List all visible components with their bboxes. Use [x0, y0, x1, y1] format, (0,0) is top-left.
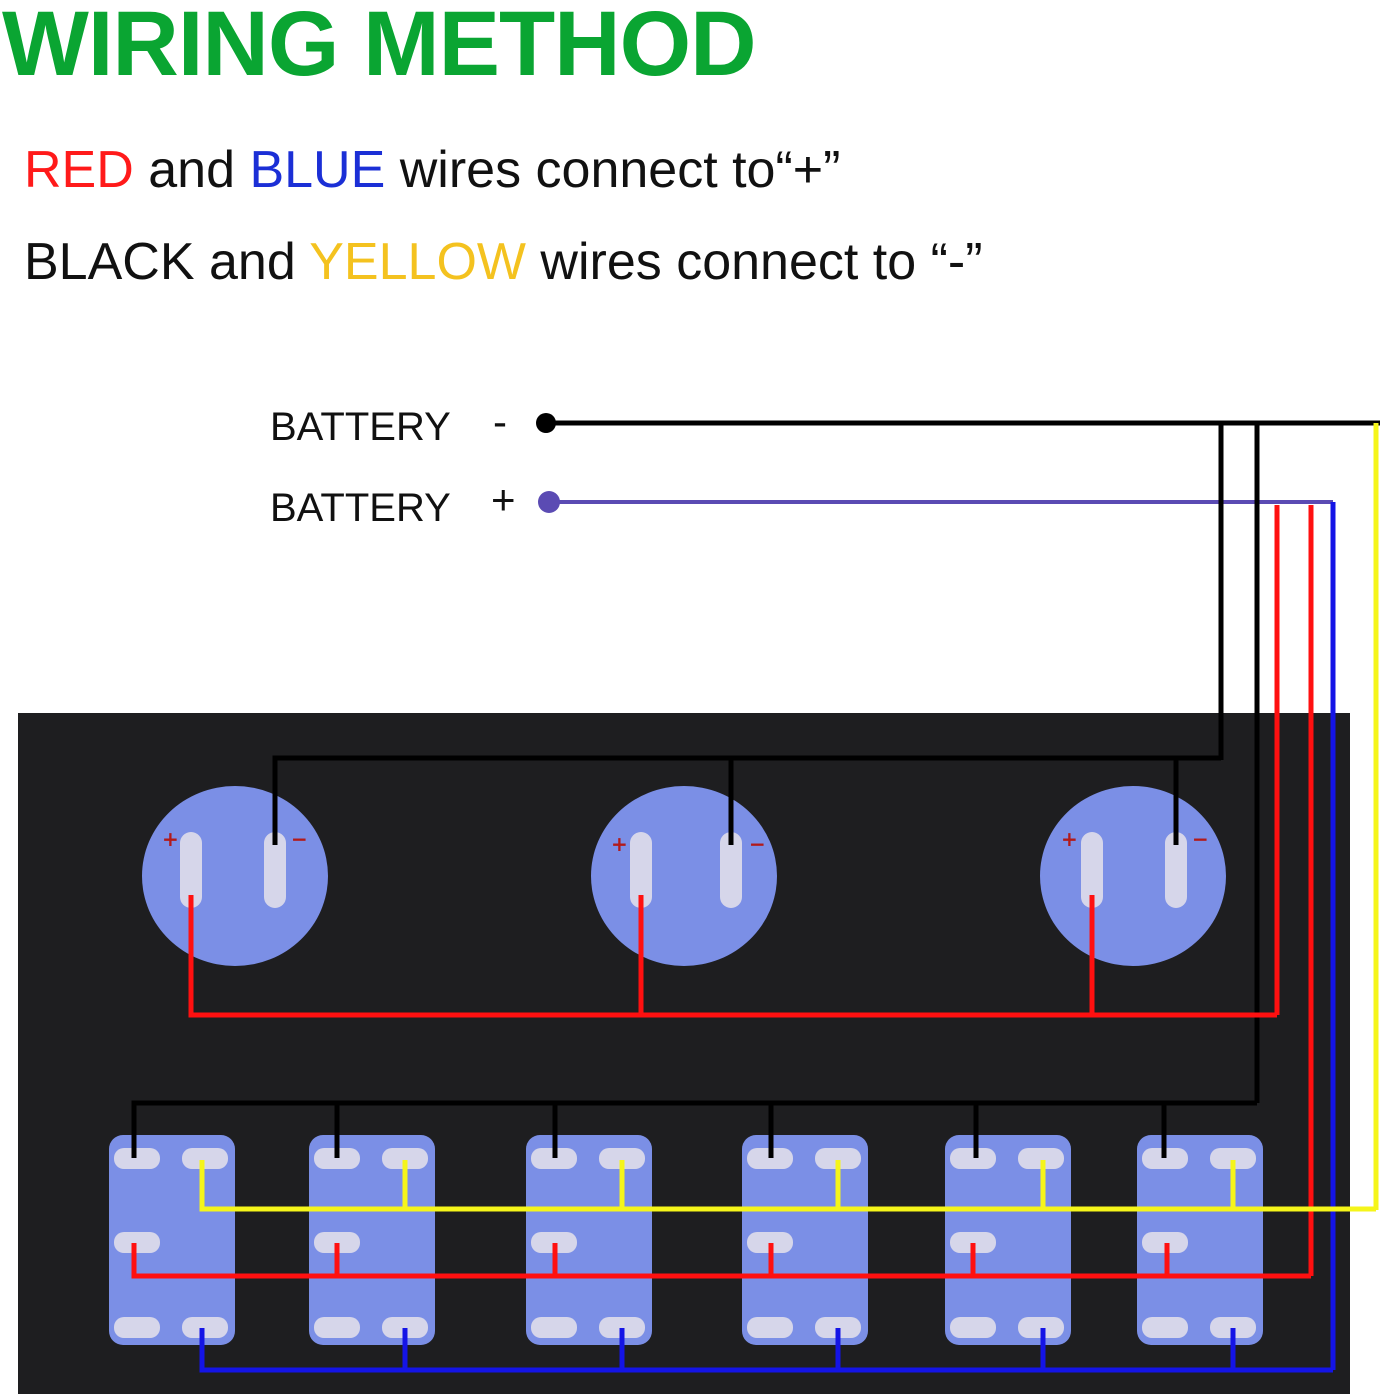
switch-terminal [182, 1317, 228, 1338]
instruction-negative: BLACK and YELLOW wires connect to “-” [24, 232, 983, 292]
switch-terminal [1018, 1148, 1064, 1169]
indicator-body [591, 786, 777, 966]
switch-terminal [1142, 1148, 1188, 1169]
switch-terminal [950, 1232, 996, 1253]
switch-terminal [114, 1148, 160, 1169]
indicator-negative-terminal [1165, 832, 1187, 908]
switch-terminal [950, 1317, 996, 1338]
switch-terminal [815, 1148, 861, 1169]
indicator-positive-terminal [630, 832, 652, 908]
indicator-body [142, 786, 328, 966]
indicator-black-bus [272, 755, 1221, 845]
switch-terminal [114, 1232, 160, 1253]
red-word: RED [24, 141, 134, 199]
rocker-switch [309, 1135, 435, 1345]
switch-terminal [747, 1232, 793, 1253]
switch-terminal [531, 1148, 577, 1169]
switch-terminal [531, 1317, 577, 1338]
instruction-text: wires connect to “-” [525, 233, 983, 291]
indicator-minus-mark: − [749, 832, 766, 856]
switch-terminal [1142, 1232, 1188, 1253]
battery-negative-terminal [536, 413, 556, 433]
indicator-plus-mark: + [611, 832, 628, 856]
switch-terminal [599, 1148, 645, 1169]
switch-terminal [747, 1148, 793, 1169]
battery-negative-label: BATTERY [270, 405, 451, 449]
switch-blue-bus [199, 1328, 1333, 1373]
switch-terminal [531, 1232, 577, 1253]
switch-terminal [599, 1317, 645, 1338]
switch-terminal [314, 1148, 360, 1169]
switch-terminal [815, 1317, 861, 1338]
indicator-positive-terminal [180, 832, 202, 908]
switch-yellow-bus [199, 1160, 1376, 1212]
rocker-switch [742, 1135, 868, 1345]
indicator-light: + − [1040, 786, 1226, 966]
blue-word: BLUE [249, 141, 386, 199]
rocker-switch [1137, 1135, 1263, 1345]
indicator-negative-terminal [264, 832, 286, 908]
black-word: BLACK [24, 233, 195, 291]
rocker-switch [526, 1135, 652, 1345]
indicator-red-bus [188, 895, 1277, 1018]
switch-terminal [182, 1148, 228, 1169]
instruction-text: and [194, 233, 310, 291]
switch-terminal [950, 1148, 996, 1169]
switch-terminal [1142, 1317, 1188, 1338]
indicator-minus-mark: − [1192, 827, 1209, 851]
instruction-text: and [133, 141, 250, 199]
switch-terminal [382, 1317, 428, 1338]
battery-positive-terminal [538, 491, 560, 513]
switch-terminal [382, 1148, 428, 1169]
switch-red-bus [131, 1243, 1311, 1279]
battery-negative-sign: - [493, 398, 507, 445]
instruction-text: wires connect to“+” [385, 141, 841, 199]
switch-terminal [1210, 1317, 1256, 1338]
battery-positive-label: BATTERY [270, 486, 451, 530]
yellow-word: YELLOW [309, 233, 526, 291]
rocker-switch [945, 1135, 1071, 1345]
switch-terminal [114, 1317, 160, 1338]
switch-terminal [1210, 1148, 1256, 1169]
indicator-positive-terminal [1081, 832, 1103, 908]
page-title: WIRING METHOD [2, 0, 757, 95]
battery-positive-sign: + [491, 476, 516, 523]
rocker-switch [109, 1135, 235, 1345]
switch-terminal [314, 1232, 360, 1253]
indicator-negative-terminal [720, 832, 742, 908]
instruction-positive: RED and BLUE wires connect to“+” [24, 140, 840, 200]
switch-terminal [747, 1317, 793, 1338]
indicator-minus-mark: − [291, 827, 308, 851]
indicator-body [1040, 786, 1226, 966]
indicator-light: + − [142, 786, 328, 966]
switch-terminal [1018, 1317, 1064, 1338]
indicator-plus-mark: + [162, 827, 179, 851]
indicator-plus-mark: + [1061, 827, 1078, 851]
switch-black-bus [131, 1100, 1257, 1158]
switch-terminal [314, 1317, 360, 1338]
indicator-light: + − [591, 786, 777, 966]
rocker-switch-body [945, 1135, 1071, 1345]
